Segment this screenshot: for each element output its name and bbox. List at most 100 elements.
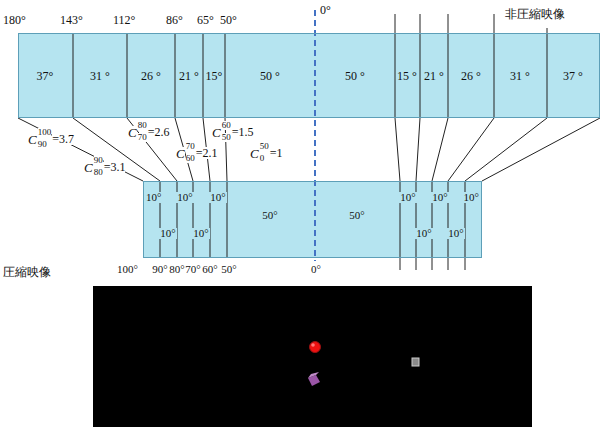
scale-angle: 80° — [169, 264, 184, 275]
boundary-line — [547, 28, 548, 118]
center-dashed-line — [314, 10, 316, 261]
angle-label: 21 ° — [178, 70, 200, 82]
mapping-line — [448, 118, 494, 181]
gray-block — [412, 358, 419, 366]
coefficient-symbol: C — [128, 126, 137, 139]
coefficient-subscript: 50 — [222, 133, 231, 142]
scale-angle: 0° — [320, 4, 331, 16]
scale-angle: 65° — [197, 14, 214, 26]
angle-label: 31 ° — [509, 70, 531, 82]
angle-label: 15° — [205, 70, 224, 82]
scale-angle: 86° — [166, 14, 183, 26]
boundary-lines — [73, 14, 547, 270]
scale-angle: 70° — [185, 264, 200, 275]
angle-label: 50° — [261, 210, 278, 221]
mapping-line — [18, 118, 143, 181]
band-fills — [18, 33, 600, 258]
coefficient-superscript: 100 — [38, 128, 52, 137]
angle-label: 50° — [348, 210, 365, 221]
coefficient-superscript: 60 — [222, 121, 231, 130]
coefficient-value: =3.1 — [104, 161, 126, 173]
compressed-image — [93, 286, 532, 427]
angle-label: 31 ° — [89, 70, 111, 82]
coefficient-superscript: 90 — [94, 156, 103, 165]
coefficient-value: =3.7 — [52, 133, 74, 145]
coefficient-group: C6050=1.5 — [212, 121, 213, 122]
boundary-line — [127, 33, 128, 118]
coefficient-symbol: C — [250, 147, 259, 160]
angle-label: 37° — [36, 70, 55, 82]
coefficient-value: =1.5 — [232, 126, 254, 138]
angle-label: 10° — [159, 228, 176, 239]
scale-angle: 0° — [311, 264, 321, 275]
coefficient-group: C10090=3.7 — [28, 128, 29, 129]
boundary-line — [225, 33, 226, 118]
coefficient-superscript: 70 — [186, 142, 195, 151]
angle-label: 26 ° — [460, 70, 482, 82]
image-title: 圧縮映像 — [3, 266, 51, 278]
coefficient-subscript: 0 — [260, 154, 265, 163]
uncompressed-band: 37° 31 ° 26 ° 21 ° 15° 50 ° 50 ° 15 ° 21 ° 26 ° 31… — [18, 33, 600, 118]
boundary-line — [448, 14, 449, 118]
boundary-line — [73, 33, 74, 118]
purple-cube-top — [308, 372, 319, 378]
image-title: 非圧縮映像 — [505, 8, 565, 20]
angle-label: 10° — [145, 192, 162, 203]
coefficient-symbol: C — [84, 161, 93, 174]
coefficient-superscript: 80 — [138, 121, 147, 130]
coefficient-group: C7060=2.1 — [176, 142, 177, 143]
boundary-line — [420, 14, 421, 118]
scale-angle: 112° — [113, 14, 135, 26]
angle-label: 10° — [176, 192, 193, 203]
scale-angle: 50° — [220, 14, 237, 26]
angle-label: 15 ° — [396, 70, 418, 82]
angle-label: 21 ° — [423, 70, 445, 82]
image-background — [93, 286, 532, 427]
scale-angle: 100° — [117, 264, 138, 275]
mapping-line — [465, 118, 547, 181]
angle-label: 50 ° — [344, 70, 366, 82]
angle-label: 37 ° — [562, 70, 584, 82]
mapping-line — [482, 118, 600, 181]
coefficient-group: C9080=3.1 — [84, 156, 85, 157]
coefficient-symbol: C — [212, 126, 221, 139]
angle-label: 10° — [463, 192, 480, 203]
boundary-line — [203, 33, 204, 118]
scale-angle: 90° — [152, 264, 167, 275]
coefficient-subscript: 80 — [94, 168, 103, 177]
angle-label: 50 ° — [259, 70, 281, 82]
coefficient-symbol: C — [28, 133, 37, 146]
mapping-line — [127, 118, 177, 181]
coefficient-symbol: C — [176, 147, 185, 160]
mapping-line — [416, 118, 420, 181]
scale-angle: 50° — [221, 264, 236, 275]
boundary-line — [494, 14, 495, 118]
angle-label: 10° — [399, 192, 416, 203]
boundary-line — [395, 14, 396, 118]
uncompressed-band-fill — [18, 33, 600, 118]
coefficient-value: =2.1 — [196, 147, 218, 159]
coefficient-superscript: 50 — [260, 142, 269, 151]
coefficient-value: =2.6 — [148, 126, 170, 138]
angle-label: 10° — [447, 228, 464, 239]
scale-angle: 143° — [60, 14, 83, 26]
mapping-line — [432, 118, 448, 181]
angle-label: 10° — [415, 228, 432, 239]
angle-label: 10° — [431, 192, 448, 203]
angle-label: 10° — [192, 228, 209, 239]
coefficient-group: C500=1 — [250, 142, 251, 143]
coefficient-value: =1 — [270, 147, 283, 159]
compressed-band: 10°10°10°10°10°50°50°10°10°10°10°10° — [143, 181, 482, 258]
coefficient-subscript: 90 — [38, 140, 47, 149]
boundary-line — [175, 33, 176, 118]
angle-label: 26 ° — [140, 70, 162, 82]
mapping-line — [395, 118, 400, 181]
scale-angle: 60° — [202, 264, 217, 275]
coefficient-subscript: 60 — [186, 154, 195, 163]
coefficient-group: C8070=2.6 — [128, 121, 129, 122]
coefficient-subscript: 70 — [138, 133, 147, 142]
red-ball — [310, 342, 321, 353]
